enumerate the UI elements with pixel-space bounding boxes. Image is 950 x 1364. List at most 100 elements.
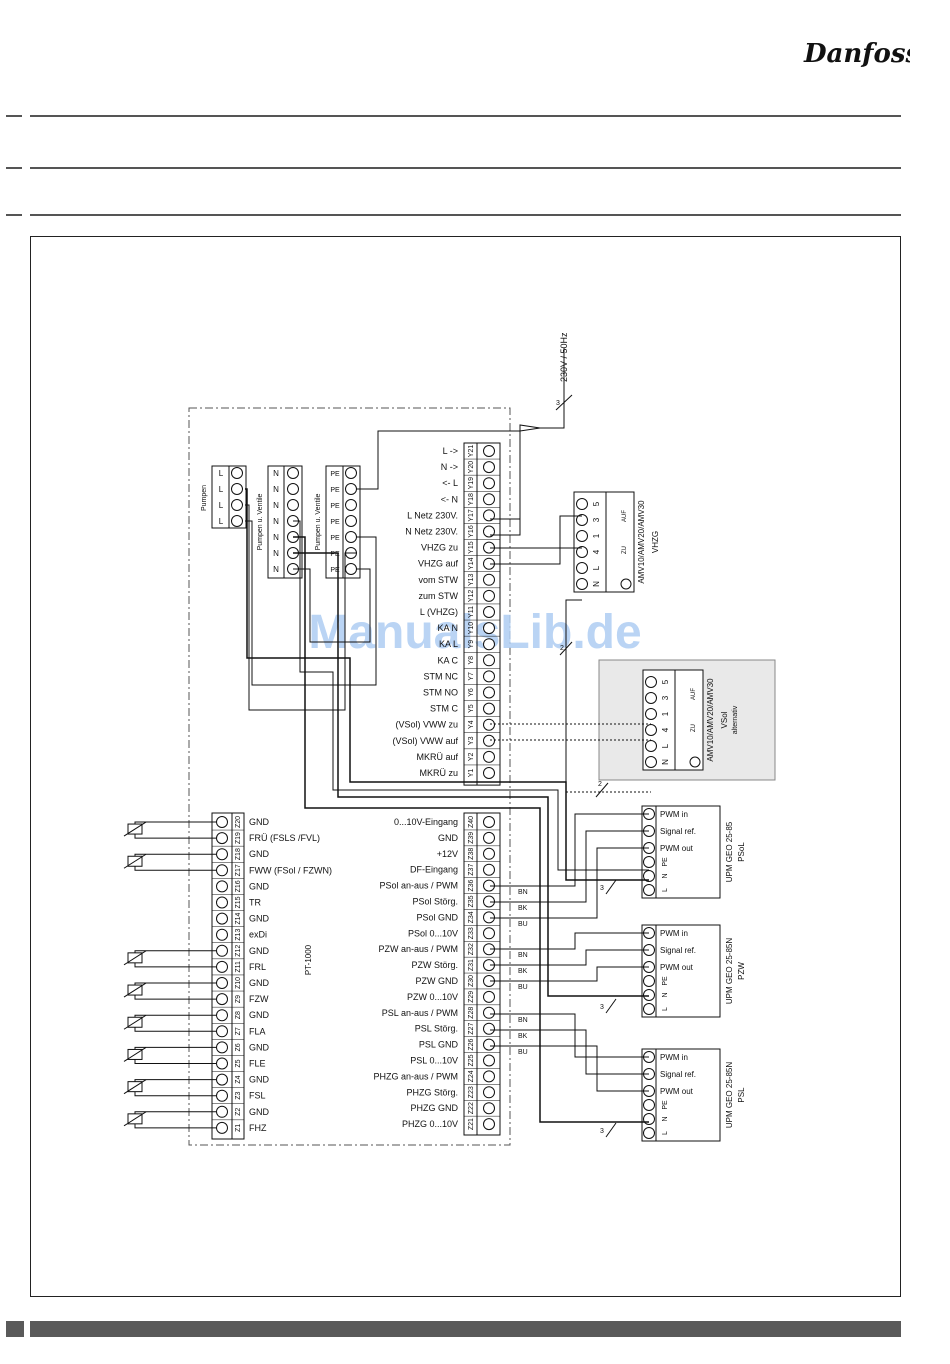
- y-terminal-id-Y19: Y19: [468, 477, 475, 490]
- y-terminal-id-Y11: Y11: [468, 606, 475, 618]
- z-terminal-label-Z22: PHZG GND: [410, 1103, 458, 1113]
- y-terminal-id-Y15: Y15: [468, 541, 475, 554]
- y-terminal-Y6: [483, 686, 495, 699]
- z-terminal-label-Z19: FRÜ (FSLS /FVL): [249, 833, 320, 843]
- z-terminal-id-Z12: Z12: [235, 945, 242, 957]
- sensor-arrow: [123, 1047, 147, 1062]
- z-terminal-Z39: [483, 831, 495, 844]
- valve-1-terminal-4: [645, 724, 657, 736]
- pump-1-box: [641, 924, 721, 1018]
- valve-0-auf: AUF: [622, 510, 628, 522]
- y-terminal-id-Y10: Y10: [468, 622, 475, 635]
- pump-2-wire-color-BN: BN: [518, 1017, 528, 1024]
- ventile-n-strip: [267, 465, 303, 579]
- pump-0-signal-label: PWM in: [660, 810, 688, 819]
- z-terminal-Z23: [483, 1086, 495, 1099]
- z-terminal-id-Z34: Z34: [468, 911, 475, 923]
- pump-2-wire-pwm-out: [490, 1045, 649, 1092]
- ventile-pe-terminal-label: PE: [330, 551, 340, 558]
- z-terminal-id-Z21: Z21: [468, 1118, 475, 1130]
- z-terminal-label-Z12: GND: [249, 946, 270, 956]
- z-terminal-Z3: [216, 1089, 228, 1102]
- z-terminal-Z5: [216, 1057, 228, 1070]
- pump-0-wire-pwm-out: [490, 847, 649, 919]
- valve-0-model: AMV10/AMV20/AMV30: [637, 500, 646, 584]
- danfoss-logo: Danfoss: [803, 39, 910, 69]
- z-terminal-label-Z8: GND: [249, 1010, 270, 1020]
- z-terminal-Z17: [216, 864, 228, 877]
- valve-0-zu: ZU: [622, 546, 628, 554]
- pump-2-wire-color-BU: BU: [518, 1049, 528, 1056]
- valve-0-terminal-label-5: 5: [592, 501, 601, 506]
- valve-1-auf: AUF: [691, 688, 697, 700]
- y-terminal-label-Y8: KA C: [437, 655, 458, 665]
- supply-label: 230V / 50Hz: [559, 332, 569, 382]
- z-terminal-Z10: [216, 977, 228, 989]
- diagram-frame: [30, 236, 901, 1297]
- sensor-wire: [134, 821, 216, 839]
- y-terminal-label-Y21: L ->: [443, 446, 458, 456]
- pump-2-wire-count: 3: [600, 1128, 604, 1135]
- z-terminal-id-Z19: Z19: [235, 832, 242, 844]
- sensor-arrow: [123, 982, 147, 998]
- y-terminal-label-Y16: N Netz 230V.: [405, 527, 458, 537]
- valve-1-terminal-label-4: 4: [661, 727, 670, 732]
- y-terminal-Y8: [483, 654, 495, 667]
- z-terminal-label-Z31: PZW Störg.: [411, 960, 458, 970]
- ventile-pe-label: Pumpen u. Ventile: [315, 493, 322, 550]
- z-terminal-label-Z13: exDi: [249, 930, 267, 940]
- z-terminal-Z28: [483, 1006, 495, 1019]
- z-terminal-label-Z27: PSL Störg.: [415, 1024, 458, 1034]
- z-terminal-Z33: [483, 927, 495, 940]
- header-rule-3-marker: [6, 214, 22, 216]
- header-rule-1-marker: [6, 115, 22, 117]
- z-terminal-Z20: [216, 816, 228, 828]
- pump-1-power-terminal: [643, 975, 655, 987]
- valve-1-terminal-5: [645, 676, 657, 688]
- supply-wire-count: 3: [556, 400, 560, 407]
- z-terminal-label-Z10: GND: [249, 978, 270, 988]
- z-terminal-label-Z21: PHZG 0...10V: [402, 1119, 458, 1129]
- pumpen-terminal-label: L: [219, 469, 224, 478]
- z-terminal-Z29: [483, 990, 495, 1003]
- feeder-pe: [245, 520, 377, 686]
- y-terminal-Y5: [483, 702, 495, 715]
- y-terminal-label-Y11: L (VHZG): [420, 607, 458, 617]
- pump-2-model: UPM GEO 25-85N: [725, 1062, 734, 1128]
- pump-0-wire-pwm-in: [490, 813, 649, 887]
- header-rule-2-marker: [6, 167, 22, 169]
- ventile-pe-terminal-label: PE: [330, 567, 340, 574]
- z-terminal-Z6: [216, 1041, 228, 1054]
- feeder-n: [293, 568, 371, 643]
- pump-1-wire-count: 3: [600, 1004, 604, 1011]
- valve-1-ground-icon: [689, 756, 701, 768]
- z-terminal-Z8: [216, 1009, 228, 1022]
- y-terminal-label-Y19: <- L: [442, 478, 458, 488]
- header-rule-2: [30, 167, 901, 169]
- y-terminal-Y4: [483, 718, 495, 731]
- z-terminal-label-Z38: +12V: [437, 849, 458, 859]
- z-terminal-Z38: [483, 847, 495, 860]
- z-terminal-id-Z27: Z27: [468, 1023, 475, 1035]
- valve-1-terminal-L: [645, 740, 657, 752]
- y-terminal-Y11: [483, 606, 495, 618]
- pump-2-power-terminal: [643, 1113, 655, 1125]
- footer-bar: [30, 1321, 901, 1337]
- z-terminal-label-Z24: PHZG an-aus / PWM: [373, 1071, 458, 1081]
- feeder-pump2-l: [293, 536, 649, 1123]
- y-terminal-Y12: [483, 589, 495, 602]
- valve-1-terminal-1: [645, 708, 657, 720]
- y-terminal-id-Y16: Y16: [468, 525, 475, 538]
- y-terminal-label-Y14: VHZG auf: [418, 559, 459, 569]
- sensor-wire: [134, 950, 216, 968]
- ventile-pe-terminal-label: PE: [330, 503, 340, 510]
- pump-0-signal-label: PWM out: [660, 844, 694, 853]
- pump-0-wire-signal-ref: [490, 830, 649, 903]
- z-terminal-id-Z15: Z15: [235, 896, 242, 908]
- pump-1-wire-pwm-out: [490, 966, 649, 982]
- pump-2-signal-label: Signal ref.: [660, 1070, 696, 1079]
- z-terminal-Z34: [483, 911, 495, 924]
- y-terminal-Y9: [483, 638, 495, 651]
- z-terminal-label-Z39: GND: [438, 833, 459, 843]
- z-terminal-id-Z36: Z36: [468, 879, 475, 891]
